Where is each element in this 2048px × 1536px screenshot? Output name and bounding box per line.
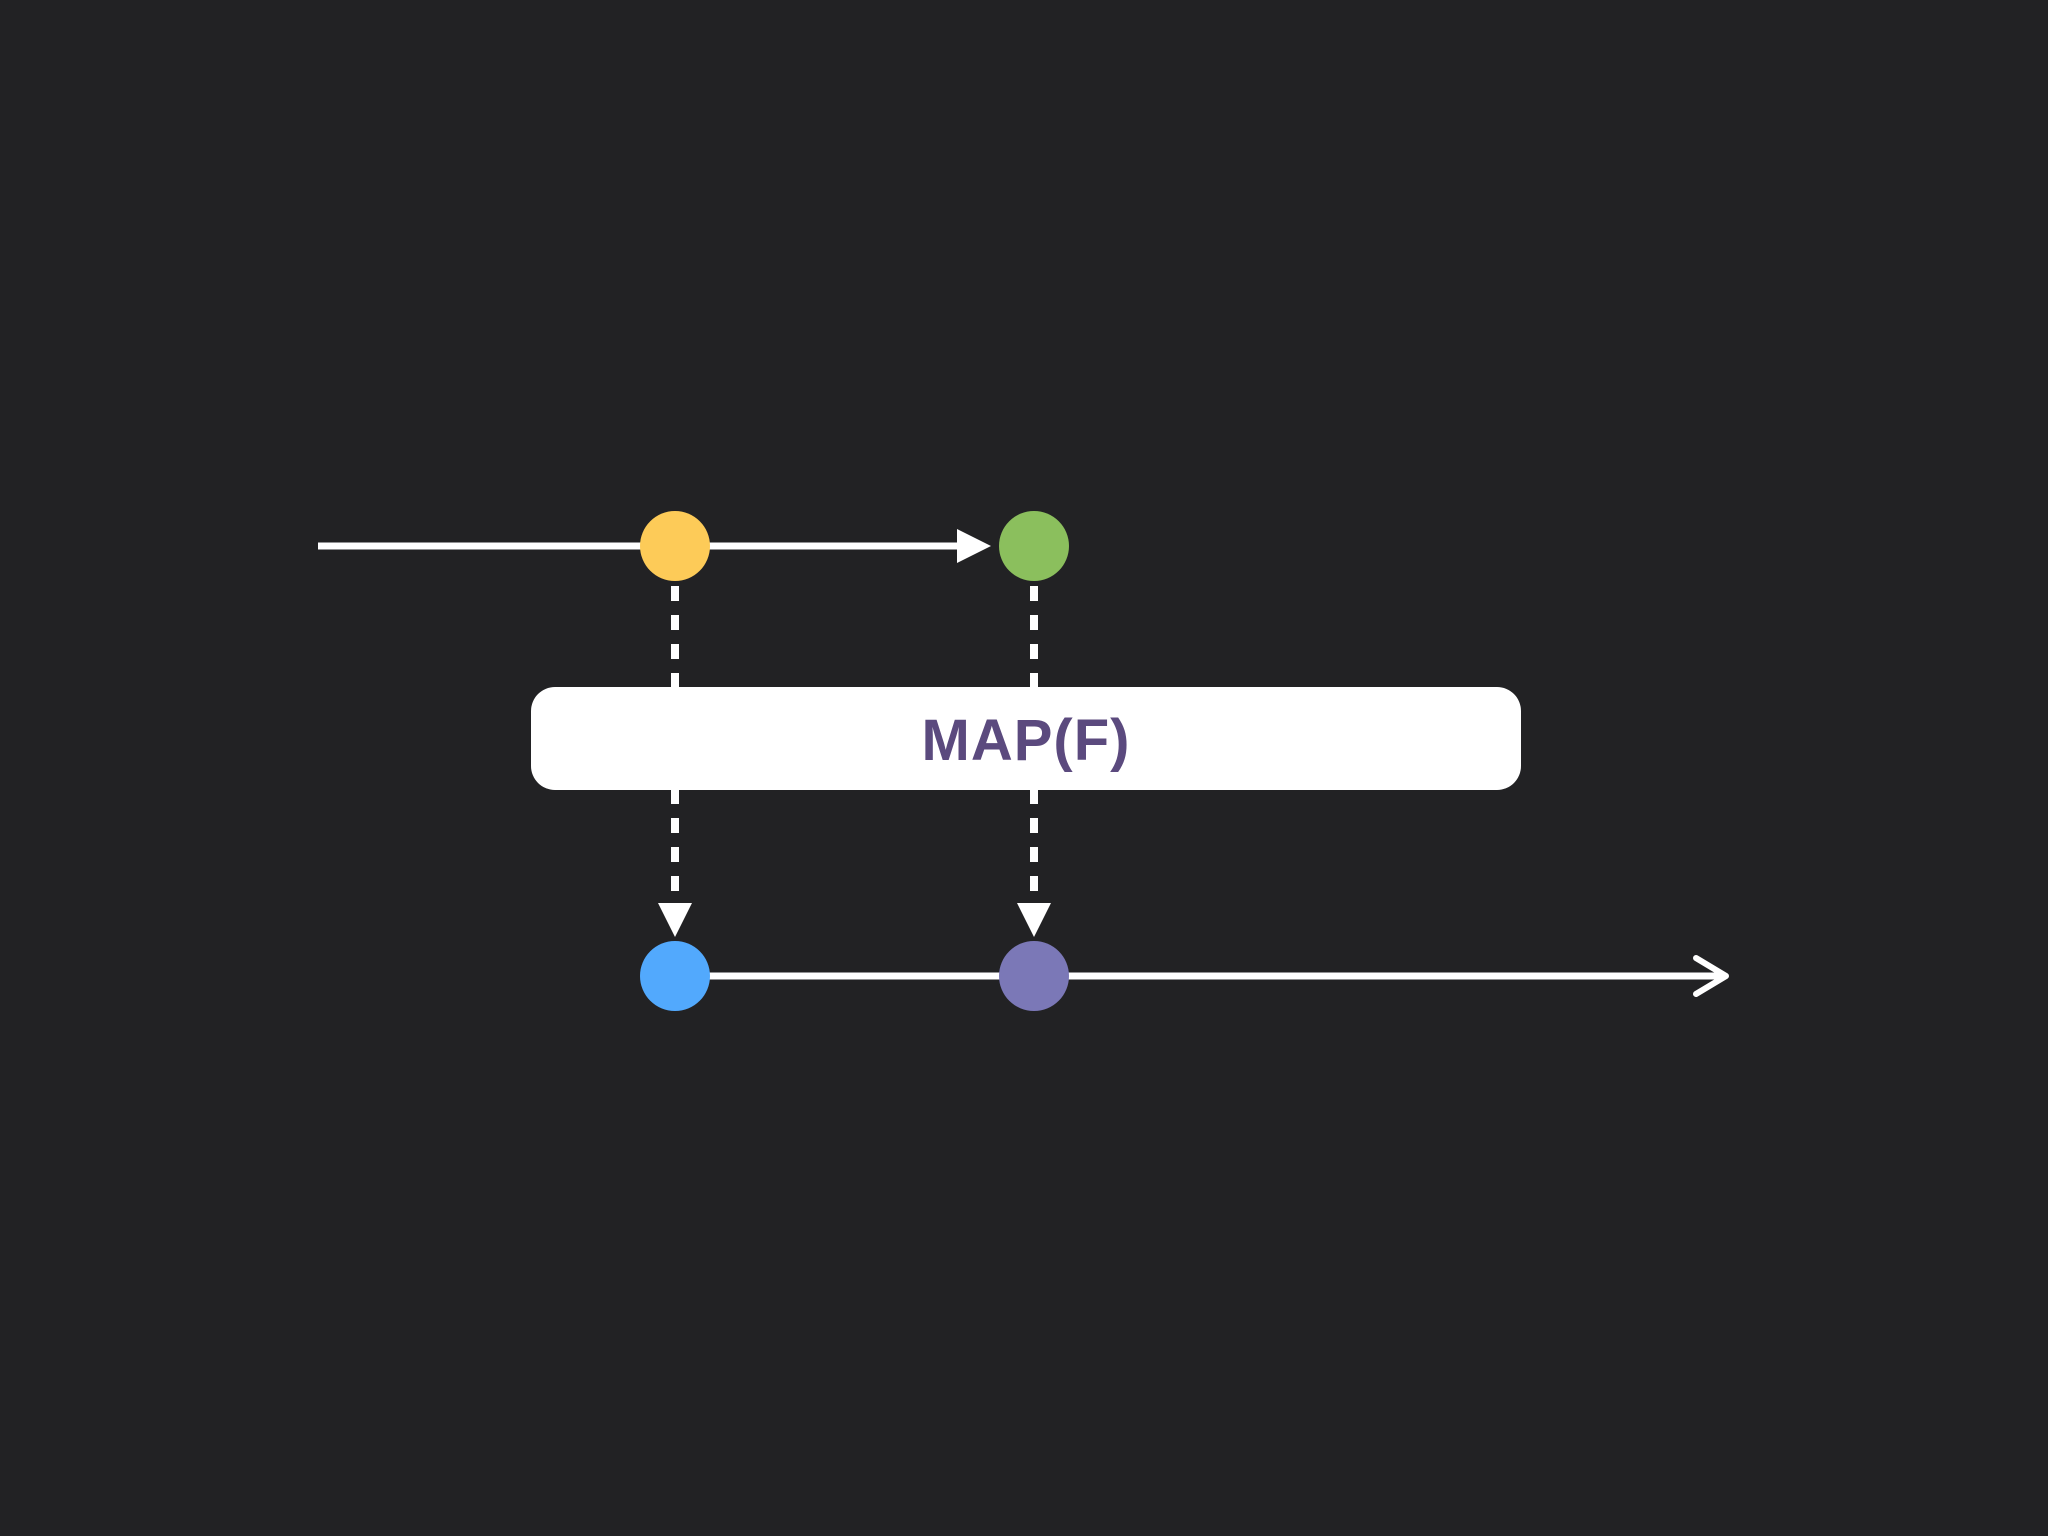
output-timeline-arrowhead: [1693, 955, 1729, 997]
output-marbles: [640, 941, 1069, 1011]
operator-box: MAP(F): [531, 687, 1521, 790]
output-timeline: [675, 955, 1729, 997]
operator-label: MAP(F): [922, 708, 1131, 773]
connector-arrowhead-1: [658, 903, 692, 937]
purple-marble: [999, 941, 1069, 1011]
input-timeline: [318, 529, 991, 563]
green-marble: [999, 511, 1069, 581]
input-marbles: [640, 511, 1069, 581]
operator-box-background: [531, 687, 1521, 790]
connector-arrowhead-2: [1017, 903, 1051, 937]
input-timeline-arrowhead: [957, 529, 991, 563]
blue-marble: [640, 941, 710, 1011]
yellow-marble: [640, 511, 710, 581]
